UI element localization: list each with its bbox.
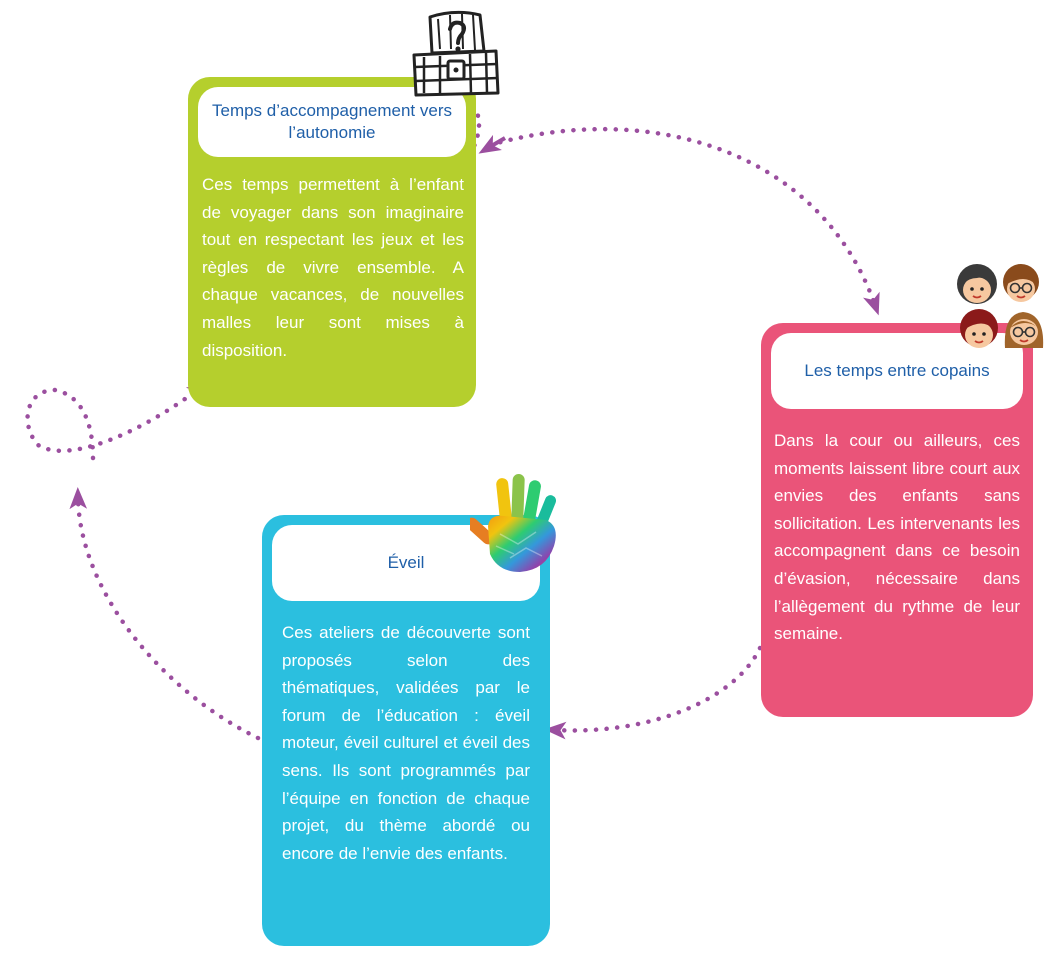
card-copains: Les temps entre copains Dans la cour ou … — [761, 323, 1033, 717]
card-title-accompagnement: Temps d’accompagnement vers l’autonomie — [198, 87, 466, 157]
arrow-loop-to-green — [25, 381, 209, 461]
arrow-pink-to-blue — [544, 645, 763, 740]
card-accompagnement: Temps d’accompagnement vers l’autonomie … — [188, 77, 476, 407]
card-eveil: Éveil Ces ateliers de découverte sont pr… — [262, 515, 550, 946]
card-text-copains: Dans la cour ou ailleurs, ces moments la… — [774, 431, 1020, 644]
arrow-blue-to-loop — [69, 487, 261, 741]
rainbow-hand-icon — [470, 474, 557, 572]
card-text-accompagnement: Ces temps permettent à l’enfant de voyag… — [202, 175, 464, 360]
arrow-green-to-pink — [487, 126, 880, 316]
card-text-eveil: Ces ateliers de découverte sont proposés… — [282, 623, 530, 863]
children-faces-icon — [957, 264, 1044, 348]
arrow-start-head — [478, 134, 507, 154]
treasure-chest-icon — [412, 10, 500, 97]
